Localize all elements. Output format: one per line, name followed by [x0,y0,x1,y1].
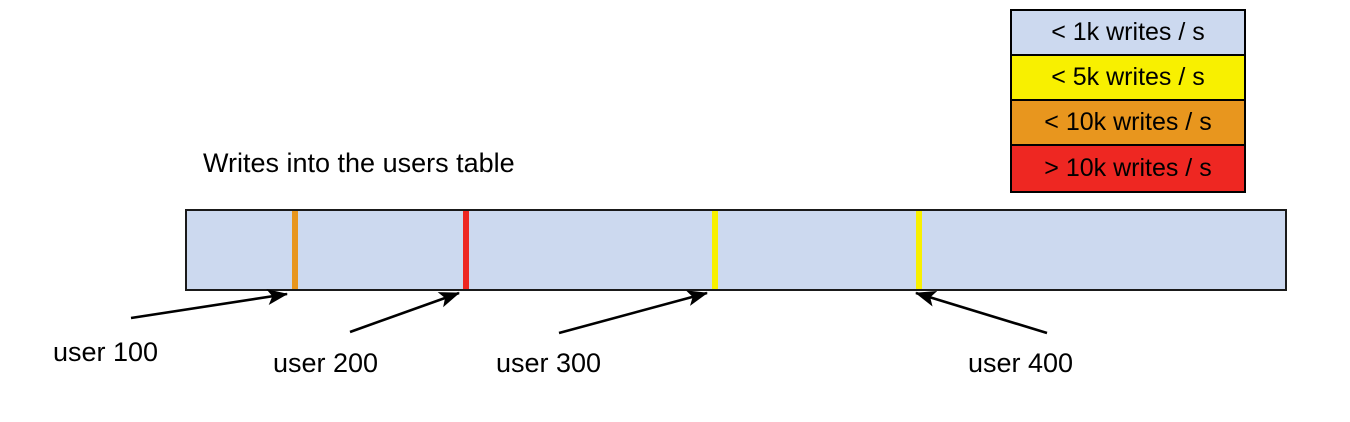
legend-label: < 5k writes / s [1051,63,1205,91]
bar-marker-user-400 [916,211,923,289]
axis-label-user-400: user 400 [968,348,1074,378]
legend-label: > 10k writes / s [1044,154,1212,182]
legend-item-lt-10k: < 10k writes / s [1012,101,1244,146]
arrow-user-200 [349,291,460,334]
bar-marker-user-100 [292,211,299,289]
write-rate-legend: < 1k writes / s < 5k writes / s < 10k wr… [1010,9,1246,193]
legend-item-gt-10k: > 10k writes / s [1012,146,1244,191]
arrow-user-300 [558,290,709,335]
axis-label-user-200: user 200 [273,348,379,378]
arrow-user-400 [915,291,1048,335]
bar-marker-user-300 [711,211,718,289]
legend-item-lt-5k: < 5k writes / s [1012,56,1244,101]
axis-label-user-100: user 100 [53,337,159,367]
legend-label: < 10k writes / s [1044,108,1212,136]
bar-marker-user-200 [462,211,469,289]
chart-title: Writes into the users table [203,148,515,178]
legend-item-lt-1k: < 1k writes / s [1012,11,1244,56]
legend-label: < 1k writes / s [1051,18,1205,46]
arrow-user-100 [130,289,289,320]
axis-label-user-300: user 300 [496,348,602,378]
users-table-bar [185,209,1287,291]
